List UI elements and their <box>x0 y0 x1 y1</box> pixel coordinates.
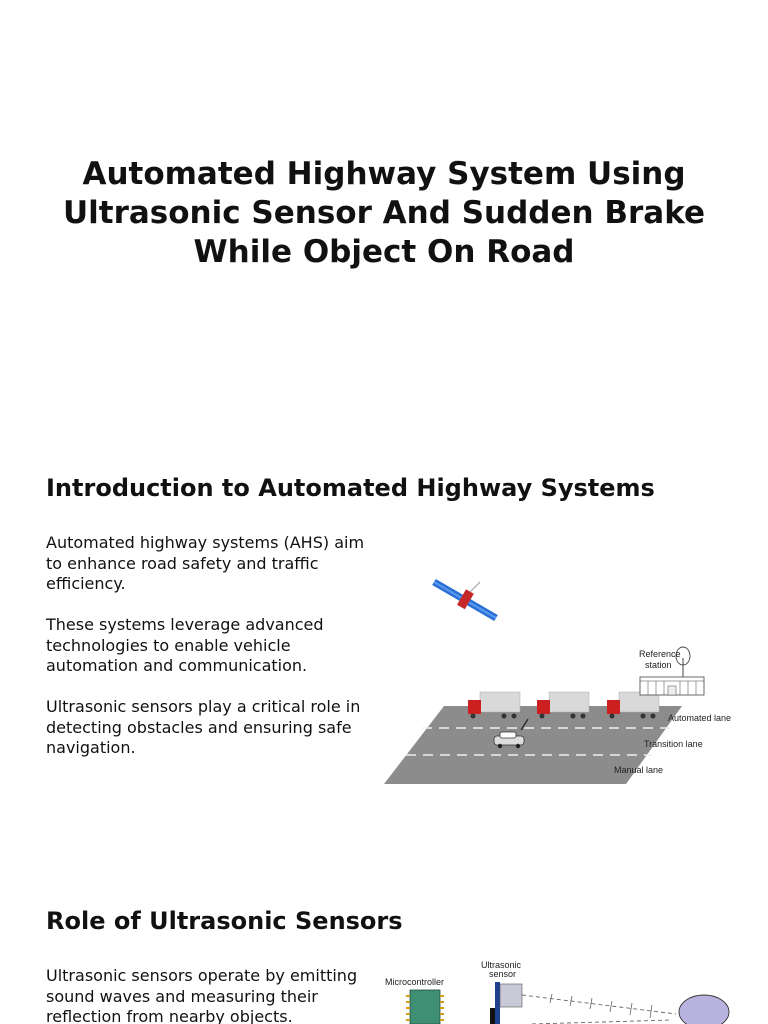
section-heading-introduction: Introduction to Automated Highway System… <box>46 474 655 502</box>
truck-icon <box>468 691 521 719</box>
sensor-diagram-svg: Microcontroller Ultrasonic sensor <box>385 960 730 1024</box>
role-paragraphs: Ultrasonic sensors operate by emitting s… <box>46 966 382 1024</box>
satellite-icon <box>432 578 498 622</box>
ultrasonic-sensor-icon <box>490 982 523 1024</box>
ultrasonic-sensor-label: sensor <box>489 969 516 979</box>
reference-station-label: station <box>645 660 672 670</box>
road-surface <box>384 706 682 784</box>
paragraph: These systems leverage advanced technolo… <box>46 615 324 675</box>
automated-lane-label: Automated lane <box>668 713 731 723</box>
ahs-illustration: Reference station Automated lane Transit… <box>382 530 732 795</box>
paragraph: Ultrasonic sensors operate by emitting s… <box>46 966 358 1024</box>
transition-lane-label: Transition lane <box>644 739 703 749</box>
ultrasonic-sensor-illustration: Microcontroller Ultrasonic sensor <box>382 958 732 1024</box>
microcontroller-label: Microcontroller <box>385 977 444 987</box>
intro-paragraphs: Automated highway systems (AHS) aim to e… <box>46 533 382 779</box>
paragraph: Automated highway systems (AHS) aim to e… <box>46 533 365 593</box>
reference-station-label: Reference <box>639 649 681 659</box>
sound-wave-icon <box>521 993 677 1024</box>
microcontroller-chip-icon <box>406 989 444 1024</box>
page-title: Automated Highway System Using Ultrasoni… <box>62 156 706 270</box>
paragraph: Ultrasonic sensors play a critical role … <box>46 697 361 757</box>
section-heading-ultrasonic-role: Role of Ultrasonic Sensors <box>46 907 403 935</box>
truck-icon <box>537 691 590 719</box>
ahs-diagram-svg: Reference station Automated lane Transit… <box>384 578 731 784</box>
reference-station-icon <box>639 646 705 696</box>
car-icon <box>493 718 529 749</box>
manual-lane-label: Manual lane <box>614 765 663 775</box>
ultrasonic-sensor-label: Ultrasonic <box>481 960 522 970</box>
truck-icon <box>607 691 660 719</box>
detected-object-icon <box>678 994 730 1024</box>
